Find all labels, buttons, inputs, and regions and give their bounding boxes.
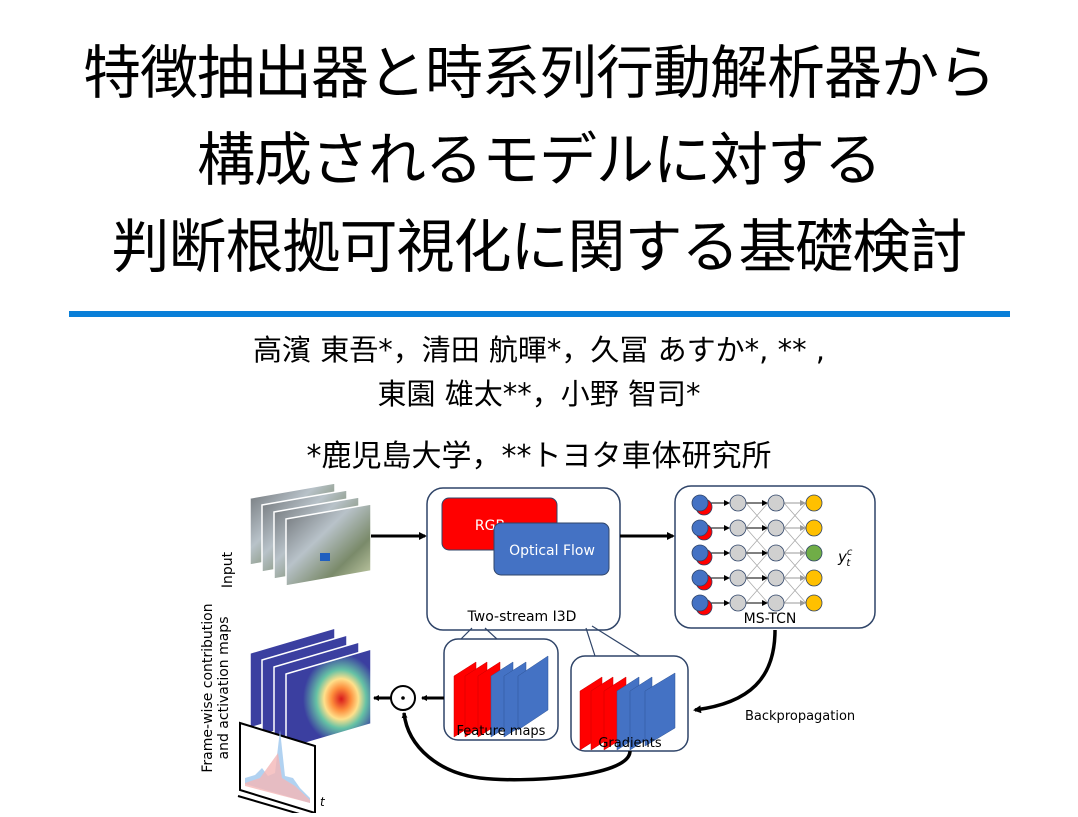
title-divider <box>69 311 1010 317</box>
tcn-edge <box>745 552 769 579</box>
tcn-output-node-selected <box>805 544 823 562</box>
tcn-hidden-node <box>729 569 747 587</box>
tcn-hidden-node <box>767 569 785 587</box>
i3d-box: RGB Optical Flow Two-stream I3D <box>426 487 621 631</box>
tcn-output-node <box>805 569 823 587</box>
feature-maps-callout: Feature maps <box>443 638 559 741</box>
tcn-hidden-node <box>767 594 785 612</box>
method-diagram: Input RGB Optical Flow Two-stream I3D <box>190 478 910 817</box>
tcn-network <box>691 494 823 616</box>
authors-line-1: 高濱 東吾*，清田 航暉*，久冨 あすか*, ** , <box>252 333 826 367</box>
tcn-edge <box>745 577 769 604</box>
tcn-output-node <box>805 494 823 512</box>
input-label: Input <box>220 551 236 588</box>
tcn-hidden-node <box>767 494 785 512</box>
tcn-input-node <box>691 519 709 537</box>
gradients-callout: Gradients <box>570 655 689 752</box>
tcn-edge <box>783 552 807 579</box>
feature-maps-label: Feature maps <box>457 724 546 739</box>
gradients-to-product-arrow <box>401 712 632 782</box>
tcn-hidden-node <box>729 594 747 612</box>
title-line-2: 構成されるモデルに対する <box>196 126 882 194</box>
backprop-label: Backpropagation <box>745 709 855 724</box>
tcn-input-node <box>691 569 709 587</box>
tcn-hidden-node <box>767 544 785 562</box>
tcn-edge <box>783 527 807 554</box>
optical-flow-label: Optical Flow <box>509 543 595 559</box>
tcn-hidden-node <box>729 519 747 537</box>
output-label-line1: Frame-wise contribution <box>200 603 216 772</box>
tcn-hidden-node <box>729 544 747 562</box>
tcn-edge <box>745 527 769 554</box>
tcn-edge <box>783 502 807 529</box>
authors-line-2: 東園 雄太**，小野 智司* <box>377 377 701 411</box>
tcn-output-node <box>805 594 823 612</box>
title-line-1: 特徴抽出器と時系列行動解析器から <box>82 39 996 107</box>
tcn-input-node <box>691 544 709 562</box>
i3d-caption: Two-stream I3D <box>467 609 577 625</box>
tcn-hidden-node <box>729 494 747 512</box>
title-line-3: 判断根拠可視化に関する基礎検討 <box>111 213 967 281</box>
backprop-arrow <box>693 629 777 714</box>
gradients-label: Gradients <box>598 736 662 751</box>
output-label-line2: and activation maps <box>216 617 232 760</box>
tcn-edge <box>745 502 769 529</box>
tcn-edge <box>783 577 807 604</box>
tcn-caption: MS-TCN <box>744 611 797 627</box>
tcn-input-node <box>691 594 709 612</box>
tcn-input-node <box>691 494 709 512</box>
affiliations: *鹿児島大学，**トヨタ車体研究所 <box>306 439 772 474</box>
tcn-hidden-node <box>767 519 785 537</box>
optical-flow-block <box>493 522 610 576</box>
time-axis-label: t <box>320 795 326 809</box>
activation-map-frames <box>249 626 372 751</box>
tcn-output-node <box>805 519 823 537</box>
input-frames <box>249 482 372 587</box>
